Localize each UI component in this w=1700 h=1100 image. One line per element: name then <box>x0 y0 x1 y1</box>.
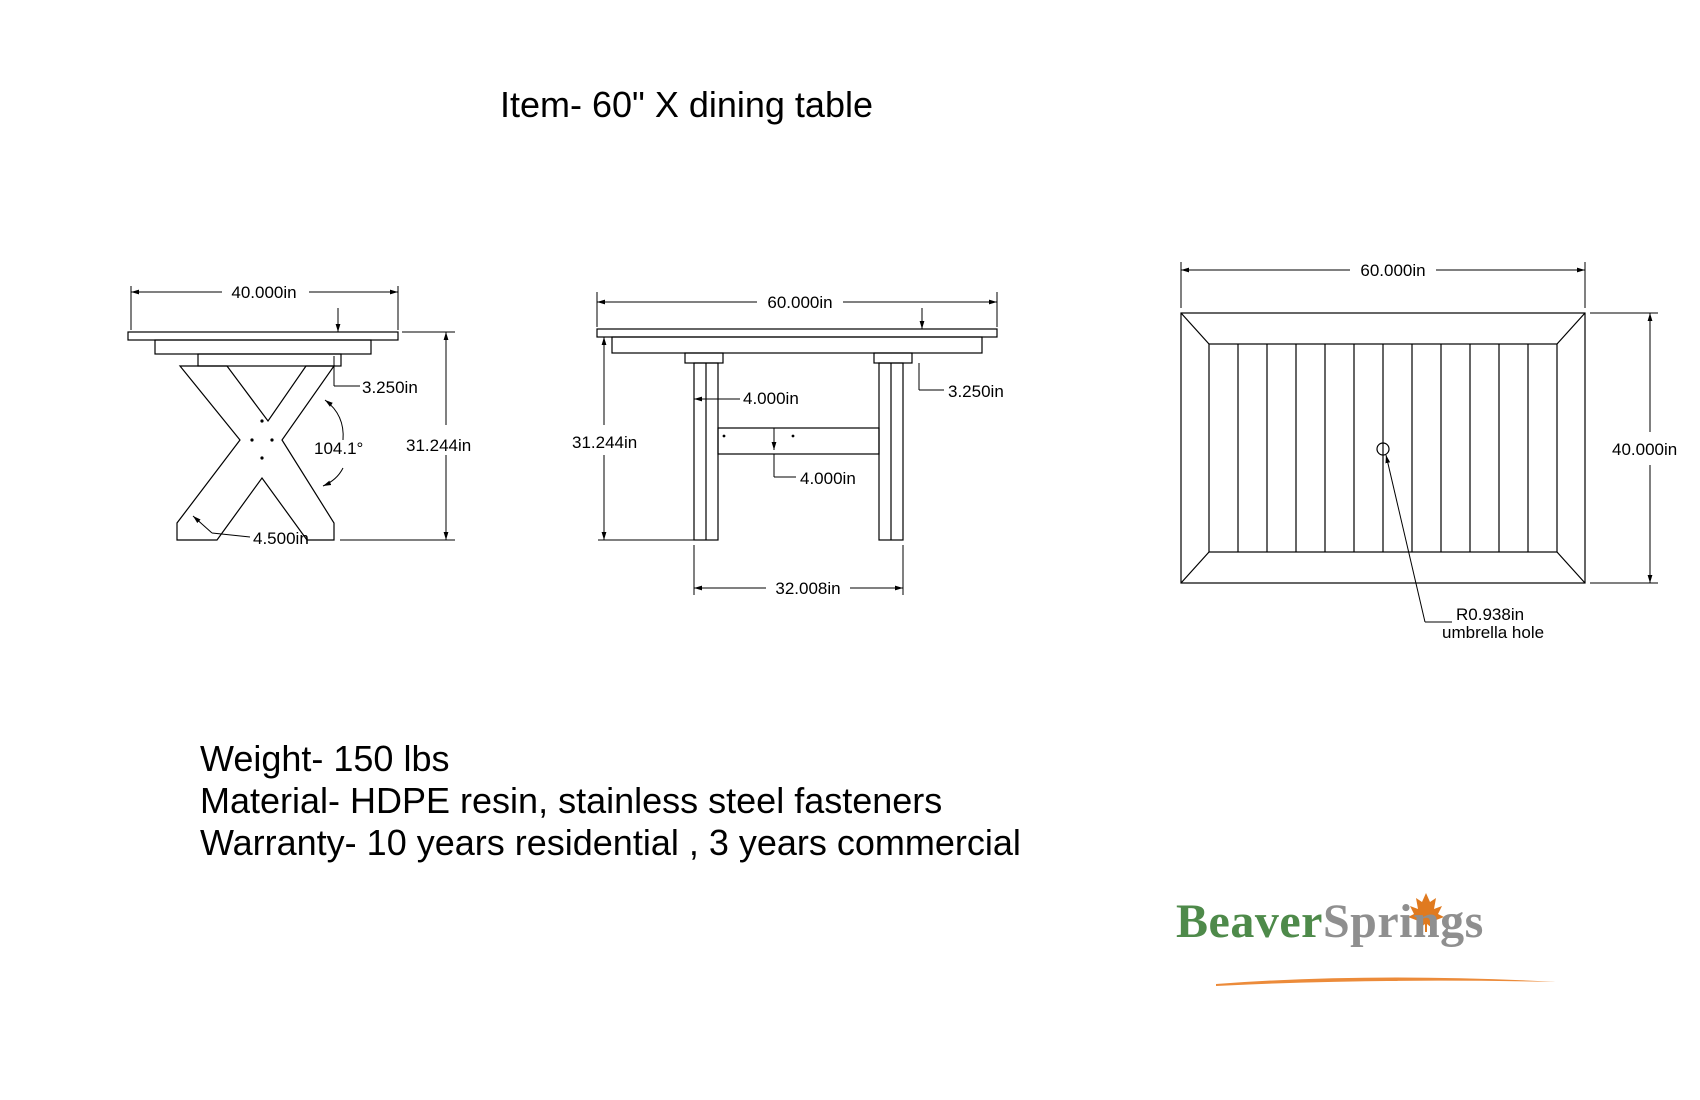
page-title: Item- 60" X dining table <box>500 84 873 125</box>
side-height-label: 31.244in <box>572 433 637 452</box>
spec-list: Weight- 150 lbs Material- HDPE resin, st… <box>200 738 1021 864</box>
end-height-label: 31.244in <box>406 436 471 455</box>
stretcher-label: 4.000in <box>800 469 856 488</box>
weight-spec: Weight- 150 lbs <box>200 738 450 779</box>
logo-wordmark: BeaverSprings <box>1176 894 1484 949</box>
foot-width-label: 4.500in <box>253 529 309 548</box>
hole-label: umbrella hole <box>1442 623 1544 642</box>
fastener <box>260 456 264 460</box>
end-view-apron <box>154 339 372 355</box>
stretcher <box>717 427 880 455</box>
side-top-thickness-label: 3.250in <box>948 382 1004 401</box>
top-view-dimensions <box>1180 262 1658 623</box>
logo-art <box>1216 893 1556 986</box>
umbrella-hole <box>1376 442 1390 456</box>
leg-span-label: 32.008in <box>775 579 840 598</box>
side-view-dimensions <box>596 292 998 595</box>
top-view-outer <box>1180 312 1586 584</box>
end-width-label: 40.000in <box>231 283 296 302</box>
side-length-label: 60.000in <box>767 293 832 312</box>
end-view-labels: 40.000in 3.250in 104.1° 31.244in 4.500in <box>231 283 471 548</box>
fastener <box>250 438 254 442</box>
side-view-top <box>596 328 998 338</box>
top-width-label: 40.000in <box>1612 440 1677 459</box>
top-view-labels: 60.000in 40.000in R0.938in umbrella hole <box>1360 261 1677 642</box>
logo-word-beaver: Beaver <box>1176 895 1323 948</box>
leg-width-label: 4.000in <box>743 389 799 408</box>
side-view <box>596 328 998 541</box>
side-view-labels: 60.000in 3.250in 31.244in 4.000in 4.000i… <box>572 293 1004 598</box>
hole-radius-label: R0.938in <box>1456 605 1524 624</box>
leg-angle-label: 104.1° <box>314 439 363 458</box>
logo-word-springs: Springs <box>1322 895 1484 948</box>
fastener <box>270 438 274 442</box>
end-view-top <box>127 331 399 341</box>
maple-leaf-icon <box>1408 893 1444 932</box>
beaversprings-logo: BeaverSprings <box>1176 880 1556 990</box>
right-leg-cap <box>873 352 913 364</box>
end-view <box>127 331 399 541</box>
top-length-label: 60.000in <box>1360 261 1425 280</box>
logo-swoosh <box>1216 977 1556 986</box>
end-view-dimensions <box>130 286 455 541</box>
top-view <box>1180 312 1586 584</box>
fastener <box>260 419 264 423</box>
x-leg <box>176 365 336 541</box>
left-leg-cap <box>684 352 724 364</box>
end-view-cleat <box>197 353 342 367</box>
side-view-apron <box>611 336 983 354</box>
material-spec: Material- HDPE resin, stainless steel fa… <box>200 780 943 821</box>
end-top-thickness-label: 3.250in <box>362 378 418 397</box>
warranty-spec: Warranty- 10 years residential , 3 years… <box>200 822 1021 863</box>
top-slats <box>1237 344 1529 552</box>
